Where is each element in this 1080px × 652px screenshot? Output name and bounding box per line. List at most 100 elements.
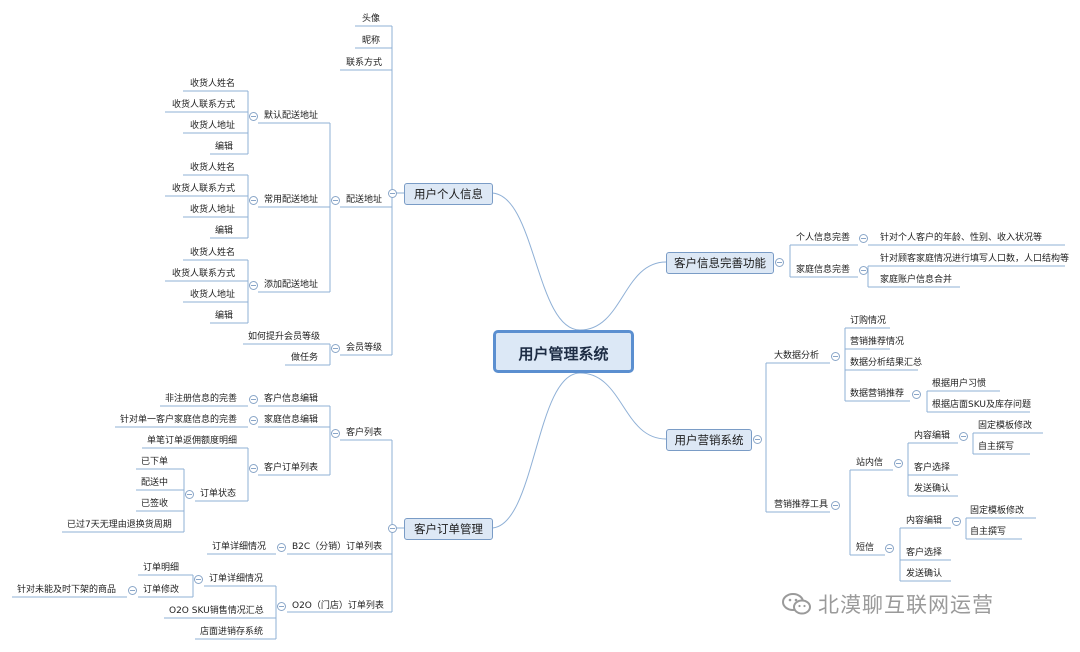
- collapse-toggle-icon[interactable]: [128, 586, 137, 595]
- node-receiver-address[interactable]: 收货人地址: [190, 205, 236, 215]
- node-placed[interactable]: 已下单: [141, 457, 169, 467]
- collapse-toggle-icon[interactable]: [885, 544, 894, 553]
- collapse-toggle-icon[interactable]: [277, 543, 286, 552]
- node-receiver-name[interactable]: 收货人姓名: [190, 248, 236, 258]
- node-sms[interactable]: 短信: [856, 543, 875, 553]
- node-common-address[interactable]: 常用配送地址: [264, 195, 319, 205]
- node-order-items[interactable]: 订单明细: [143, 563, 180, 573]
- node-receiver-address[interactable]: 收货人地址: [190, 290, 236, 300]
- node-upgrade-level[interactable]: 如何提升会员等级: [248, 332, 321, 342]
- node-content-edit-sms[interactable]: 内容编辑: [906, 516, 943, 526]
- collapse-toggle-icon[interactable]: [753, 435, 762, 444]
- collapse-toggle-icon[interactable]: [959, 432, 968, 441]
- node-user-habits[interactable]: 根据用户习惯: [932, 379, 987, 389]
- collapse-toggle-icon[interactable]: [388, 189, 397, 198]
- collapse-toggle-icon[interactable]: [277, 602, 286, 611]
- node-family-info-desc[interactable]: 针对顾客家庭情况进行填写人口数，人口结构等: [880, 254, 1070, 264]
- node-big-data[interactable]: 大数据分析: [774, 351, 820, 361]
- node-b2c-order-list[interactable]: B2C（分销）订单列表: [292, 542, 383, 552]
- node-sku-stock[interactable]: 根据店面SKU及库存问题: [932, 400, 1031, 410]
- node-fixed-template[interactable]: 固定模板修改: [978, 421, 1033, 431]
- node-default-address[interactable]: 默认配送地址: [264, 111, 319, 121]
- node-o2o-order-list[interactable]: O2O（门店）订单列表: [292, 601, 384, 611]
- node-single-family-info[interactable]: 针对单一客户家庭信息的完善: [120, 415, 238, 425]
- node-b2c-order-detail[interactable]: 订单详细情况: [212, 542, 267, 552]
- collapse-toggle-icon[interactable]: [249, 464, 258, 473]
- node-member-level[interactable]: 会员等级: [346, 343, 383, 353]
- node-unshelved-goods[interactable]: 针对未能及时下架的商品: [17, 585, 117, 595]
- node-family-account-merge[interactable]: 家庭账户信息合并: [880, 275, 953, 285]
- collapse-toggle-icon[interactable]: [331, 196, 340, 205]
- node-data-recommend[interactable]: 数据营销推荐: [850, 389, 905, 399]
- node-family-info-complete[interactable]: 家庭信息完善: [796, 265, 851, 275]
- collapse-toggle-icon[interactable]: [388, 524, 397, 533]
- node-customer-orders[interactable]: 客户订单列表: [264, 463, 319, 473]
- node-personal-info-desc[interactable]: 针对个人客户的年龄、性别、收入状况等: [880, 233, 1043, 243]
- collapse-toggle-icon[interactable]: [331, 429, 340, 438]
- collapse-toggle-icon[interactable]: [952, 517, 961, 526]
- node-edit[interactable]: 编辑: [215, 311, 234, 321]
- node-recommend-info[interactable]: 营销推荐情况: [850, 337, 905, 347]
- node-self-write[interactable]: 自主撰写: [978, 442, 1015, 452]
- node-inbox[interactable]: 站内信: [856, 458, 884, 468]
- node-fixed-template-sms[interactable]: 固定模板修改: [970, 506, 1025, 516]
- node-o2o-sku-summary[interactable]: O2O SKU销售情况汇总: [169, 606, 264, 616]
- node-edit[interactable]: 编辑: [215, 226, 234, 236]
- collapse-toggle-icon[interactable]: [912, 390, 921, 399]
- collapse-toggle-icon[interactable]: [194, 575, 203, 584]
- node-o2o-order-detail[interactable]: 订单详细情况: [209, 574, 264, 584]
- node-tasks[interactable]: 做任务: [291, 353, 319, 363]
- node-customer-list[interactable]: 客户列表: [346, 428, 383, 438]
- node-receiver-phone[interactable]: 收货人联系方式: [172, 100, 236, 110]
- collapse-toggle-icon[interactable]: [249, 416, 258, 425]
- branch-order-management[interactable]: 客户订单管理: [404, 518, 493, 540]
- collapse-toggle-icon[interactable]: [249, 112, 258, 121]
- collapse-toggle-icon[interactable]: [894, 459, 903, 468]
- collapse-toggle-icon[interactable]: [249, 395, 258, 404]
- central-node[interactable]: 用户管理系统: [493, 330, 634, 373]
- node-store-system[interactable]: 店面进销存系统: [200, 627, 264, 637]
- node-add-address[interactable]: 添加配送地址: [264, 280, 319, 290]
- node-family-info-edit[interactable]: 家庭信息编辑: [264, 415, 319, 425]
- node-self-write-sms[interactable]: 自主撰写: [970, 527, 1007, 537]
- node-nickname[interactable]: 昵称: [362, 36, 381, 46]
- node-customer-select-sms[interactable]: 客户选择: [906, 548, 943, 558]
- node-order-status[interactable]: 订单状态: [200, 489, 237, 499]
- collapse-toggle-icon[interactable]: [331, 344, 340, 353]
- node-receiver-name[interactable]: 收货人姓名: [190, 163, 236, 173]
- node-receiver-address[interactable]: 收货人地址: [190, 121, 236, 131]
- collapse-toggle-icon[interactable]: [859, 266, 868, 275]
- node-analysis-summary[interactable]: 数据分析结果汇总: [850, 358, 923, 368]
- node-delivery-address[interactable]: 配送地址: [346, 195, 383, 205]
- node-contact[interactable]: 联系方式: [346, 58, 383, 68]
- node-receiver-name[interactable]: 收货人姓名: [190, 79, 236, 89]
- collapse-toggle-icon[interactable]: [185, 490, 194, 499]
- branch-personal-info[interactable]: 用户个人信息: [404, 183, 493, 205]
- node-delivering[interactable]: 配送中: [141, 478, 169, 488]
- node-closed[interactable]: 已过7天无理由退换货周期: [67, 520, 172, 530]
- node-order-info[interactable]: 订购情况: [850, 316, 887, 326]
- collapse-toggle-icon[interactable]: [859, 234, 868, 243]
- collapse-toggle-icon[interactable]: [249, 281, 258, 290]
- node-personal-info-complete[interactable]: 个人信息完善: [796, 233, 851, 243]
- node-avatar[interactable]: 头像: [362, 14, 381, 24]
- node-customer-select[interactable]: 客户选择: [914, 463, 951, 473]
- collapse-toggle-icon[interactable]: [249, 196, 258, 205]
- node-non-registered-info[interactable]: 非注册信息的完善: [165, 394, 238, 404]
- node-rebate-detail[interactable]: 单笔订单返佣额度明细: [147, 436, 238, 446]
- node-receiver-phone[interactable]: 收货人联系方式: [172, 184, 236, 194]
- node-edit[interactable]: 编辑: [215, 142, 234, 152]
- branch-info-completion[interactable]: 客户信息完善功能: [666, 252, 774, 274]
- collapse-toggle-icon[interactable]: [775, 258, 784, 267]
- node-signed[interactable]: 已签收: [141, 499, 169, 509]
- node-receiver-phone[interactable]: 收货人联系方式: [172, 269, 236, 279]
- collapse-toggle-icon[interactable]: [831, 352, 840, 361]
- node-order-modify[interactable]: 订单修改: [143, 585, 180, 595]
- node-send-confirm[interactable]: 发送确认: [914, 484, 951, 494]
- branch-marketing-system[interactable]: 用户营销系统: [666, 429, 752, 451]
- collapse-toggle-icon[interactable]: [831, 501, 840, 510]
- node-send-confirm-sms[interactable]: 发送确认: [906, 569, 943, 579]
- node-content-edit[interactable]: 内容编辑: [914, 431, 951, 441]
- node-marketing-tools[interactable]: 营销推荐工具: [774, 500, 829, 510]
- node-customer-info-edit[interactable]: 客户信息编辑: [264, 394, 319, 404]
